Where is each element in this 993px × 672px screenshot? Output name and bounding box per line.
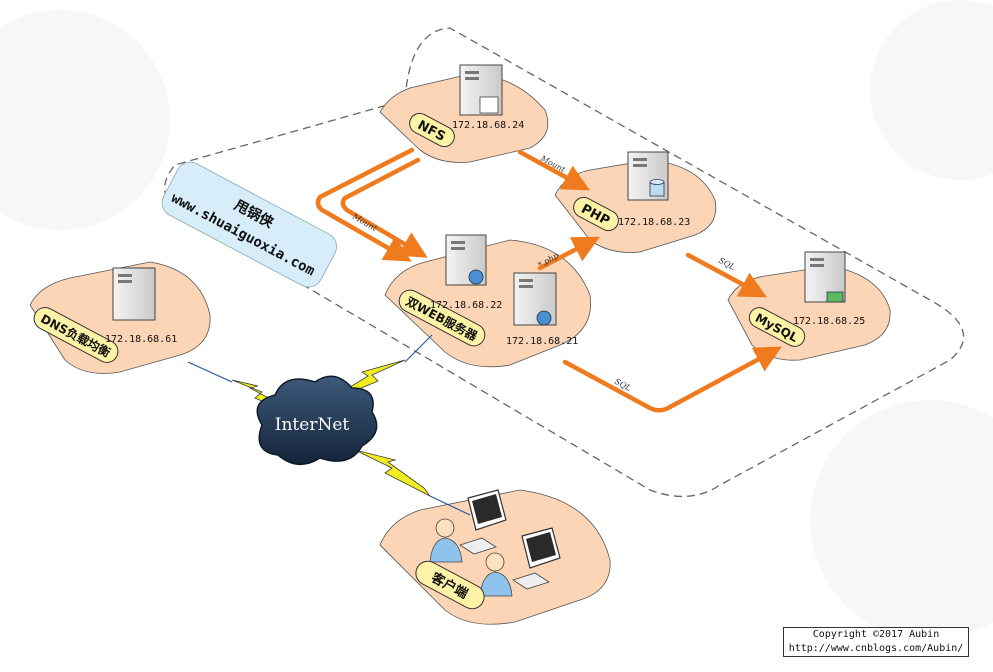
copyright-box: Copyright ©2017 Aubin http://www.cnblogs… <box>783 627 969 657</box>
copyright-text: Copyright ©2017 Aubin <box>812 629 940 640</box>
globe-icon <box>536 310 552 326</box>
arrow-web-to-php <box>537 236 600 271</box>
php-ip: 172.18.68.23 <box>618 217 690 228</box>
site-banner: 甩锅侠 www.shuaiguoxia.com <box>161 161 338 288</box>
client-keyboard-2-icon <box>512 572 550 590</box>
arrow-nfs-to-php <box>517 149 590 191</box>
edge-label-sql-php: SQL <box>717 256 737 272</box>
database-icon <box>649 179 665 197</box>
web-ip-1: 172.18.68.22 <box>430 300 502 311</box>
arrow-web-to-mysql <box>562 346 782 413</box>
php-server-icon <box>627 151 669 201</box>
background-decoration <box>0 0 993 640</box>
web-pad <box>384 239 592 368</box>
nfs-server-icon <box>459 64 503 116</box>
nfs-ip: 172.18.68.24 <box>452 120 524 131</box>
arrow-nfs-to-web-outer <box>315 147 415 262</box>
web-ip-2: 172.18.68.21 <box>506 336 578 347</box>
client-monitor-2-icon <box>521 527 561 569</box>
web-server-2-icon <box>513 272 557 326</box>
web-server-1-icon <box>445 234 487 286</box>
lightning-internet-client <box>354 449 431 497</box>
dns-ip: 172.18.68.61 <box>105 334 177 345</box>
mysql-server-icon <box>804 251 846 303</box>
copyright-url[interactable]: http://www.cnblogs.com/Aubin/ <box>788 643 964 654</box>
client-keyboard-1-icon <box>459 537 497 555</box>
client-monitor-1-icon <box>467 489 507 531</box>
connection-arrows <box>315 147 782 413</box>
arrow-php-to-mysql <box>685 252 767 298</box>
user-1-icon <box>429 518 463 563</box>
internet-label: InterNet <box>275 415 350 435</box>
arrow-nfs-to-web-inner <box>340 157 428 258</box>
globe-icon <box>468 269 484 285</box>
mysql-ip: 172.18.68.25 <box>793 316 865 327</box>
user-2-icon <box>479 552 513 597</box>
nfs-pad <box>379 73 549 163</box>
dns-server-icon <box>112 267 156 321</box>
internet-cloud: InterNet <box>256 375 378 465</box>
